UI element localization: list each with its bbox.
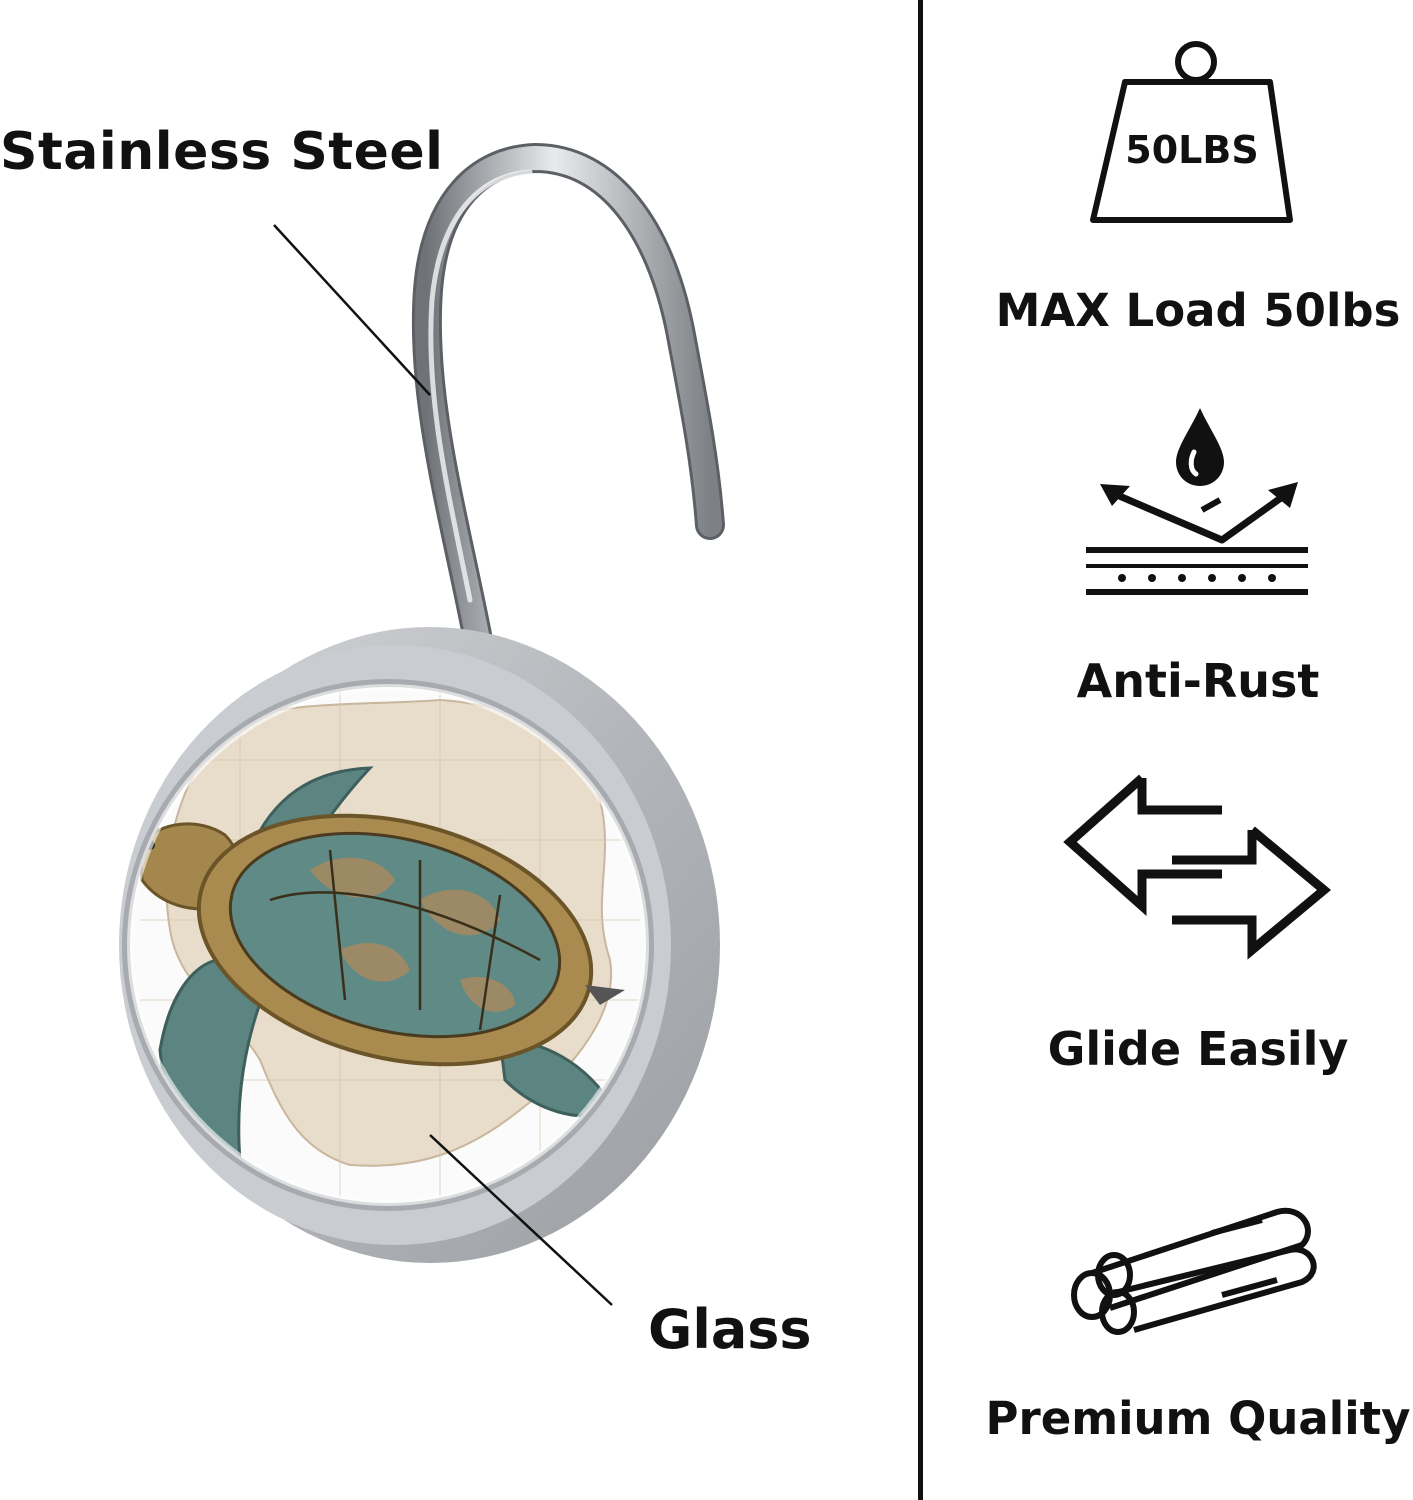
glass-face	[130, 687, 646, 1203]
water-repellent-icon	[1086, 408, 1308, 595]
glass-label: Glass	[648, 1298, 812, 1361]
shower-hook-illustration	[119, 142, 725, 1306]
feature-glide-easily-label: Glide Easily	[1047, 1022, 1349, 1076]
steel-leader-line	[273, 224, 431, 396]
vertical-divider	[918, 0, 923, 1500]
feature-max-load-label: MAX Load 50lbs	[995, 284, 1401, 337]
stainless-steel-label: Stainless Steel	[0, 122, 444, 182]
weight-icon: 50LBS	[1090, 41, 1293, 223]
pipes-icon	[1071, 1207, 1317, 1335]
feature-premium-quality-label: Premium Quality	[985, 1392, 1411, 1445]
swap-arrows-icon	[1063, 774, 1332, 960]
weight-icon-text: 50LBS	[1125, 128, 1258, 172]
glass-leader-line	[429, 1134, 613, 1306]
feature-anti-rust-label: Anti-Rust	[1076, 654, 1320, 708]
